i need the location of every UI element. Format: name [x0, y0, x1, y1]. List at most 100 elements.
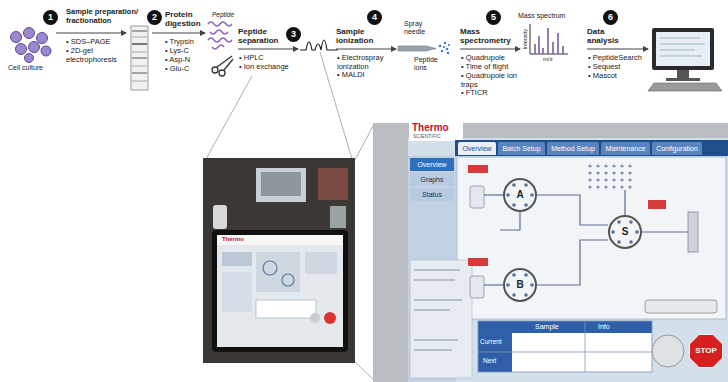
mass-spectrum-plot: [530, 24, 568, 54]
gel-lane: [131, 26, 148, 90]
method-bullet: • Lys-C: [165, 47, 189, 56]
gel-lane: [132, 72, 147, 74]
method-bullet: • Time of flight: [461, 63, 508, 72]
screen-photo: [373, 123, 728, 382]
axis-label: Intensity: [522, 24, 528, 54]
step-number: 6: [603, 10, 618, 25]
valve-text: A: [516, 190, 523, 200]
screen-photo: [588, 178, 591, 181]
chromatogram-peaks: [300, 40, 338, 50]
method-bullet: • HPLC: [239, 54, 264, 63]
screen-tab: Method Setup: [547, 142, 599, 155]
screen-photo: [688, 212, 698, 252]
spray-needle: [446, 48, 449, 51]
spray-needle: [448, 44, 450, 46]
screen-photo: [530, 283, 534, 287]
screen-photo: [628, 185, 631, 188]
screen-photo: [414, 279, 455, 281]
cell-culture: [41, 46, 51, 56]
gel-lane: [132, 81, 147, 82]
screen-photo: [478, 321, 652, 372]
screen-photo: [537, 195, 608, 225]
instrument-photo: [222, 272, 252, 312]
leader-line: [206, 76, 252, 159]
step-number: 4: [367, 10, 382, 25]
cell-culture: [25, 54, 34, 63]
screen-tab-text: Batch Setup: [502, 145, 540, 152]
screen-photo: [588, 171, 591, 174]
table-cell: Sample: [535, 323, 559, 331]
screen-tab: Overview: [458, 142, 496, 155]
screen-photo: [648, 200, 666, 209]
mass-spectrum-plot: [535, 28, 563, 54]
stop-button: STOP: [689, 334, 723, 368]
computer-icon: [656, 32, 710, 66]
step-number-text: 6: [608, 13, 613, 22]
screen-photo: [524, 203, 528, 207]
screen-photo: [604, 185, 607, 188]
valve: A: [503, 178, 537, 212]
illustration-label: Peptide: [212, 11, 234, 18]
screen-photo: [612, 164, 615, 167]
brand-logo: SCIENTIFIC: [413, 134, 441, 140]
screen-photo: [612, 178, 615, 181]
stop-octagon: [690, 335, 723, 368]
screen-photo: [620, 178, 623, 181]
mass-spectrum-plot: [530, 24, 568, 54]
gel-lane: [132, 52, 147, 53]
step-number-text: 3: [291, 30, 296, 39]
screen-photo: [478, 333, 512, 372]
spray-needle: [444, 42, 447, 45]
method-bullet: • Asp-N: [165, 56, 190, 65]
screen-photo: [628, 178, 631, 181]
screen-photo: [506, 283, 510, 287]
screen-photo: [629, 240, 633, 244]
peptide-chain: [212, 45, 224, 49]
table-cell: Current: [480, 338, 502, 345]
instrument-photo: [261, 172, 301, 196]
screen-photo: [635, 230, 639, 234]
menu-button: Status: [410, 188, 454, 201]
mass-spectrum-plot: [557, 33, 559, 54]
screen-photo: [624, 190, 625, 215]
screen-photo: [604, 164, 607, 167]
screen-photo: [414, 339, 458, 341]
method-bullet: • FTICR: [461, 89, 488, 98]
spray-needle: [398, 46, 436, 51]
step-number-text: 4: [372, 13, 377, 22]
scissors-icon: [224, 59, 233, 70]
screen-tab-text: Configuration: [656, 145, 698, 152]
instrument-photo: [203, 158, 355, 363]
brand-logo: Thermo: [222, 236, 244, 243]
screen-photo: [596, 171, 599, 174]
screen-photo: [537, 240, 608, 285]
step-heading: Protein digestion: [165, 10, 209, 28]
screen-photo: [588, 164, 591, 167]
instrument-photo: [318, 168, 348, 200]
step-arrow: [152, 32, 205, 33]
step-arrow: [238, 48, 298, 49]
scissors-icon: [219, 70, 225, 76]
table-cell: Info: [598, 323, 610, 331]
screen-photo: [652, 335, 684, 367]
instrument-photo: [256, 300, 316, 318]
step-number-text: 2: [152, 13, 157, 22]
instrument-photo: [282, 274, 294, 286]
step-number-text: 5: [491, 13, 496, 22]
peptide-chain: [210, 30, 228, 34]
instrument-photo: [213, 205, 227, 229]
screen-tab: Maintenance: [601, 142, 650, 155]
cell-culture: [37, 33, 48, 44]
mass-spectrum-plot: [538, 36, 540, 54]
step-heading: Peptide separation: [238, 27, 284, 45]
screen-tab: Batch Setup: [498, 142, 545, 155]
step-number: 5: [486, 10, 501, 25]
computer-icon: [652, 28, 714, 70]
mass-spectrum-plot: [547, 28, 549, 54]
method-bullet: • Sequest: [588, 63, 620, 72]
spray-needle: [443, 46, 445, 48]
computer-icon: [660, 38, 700, 39]
screen-photo: [468, 258, 488, 266]
screen-photo: [612, 171, 615, 174]
gel-lane: [131, 26, 148, 90]
